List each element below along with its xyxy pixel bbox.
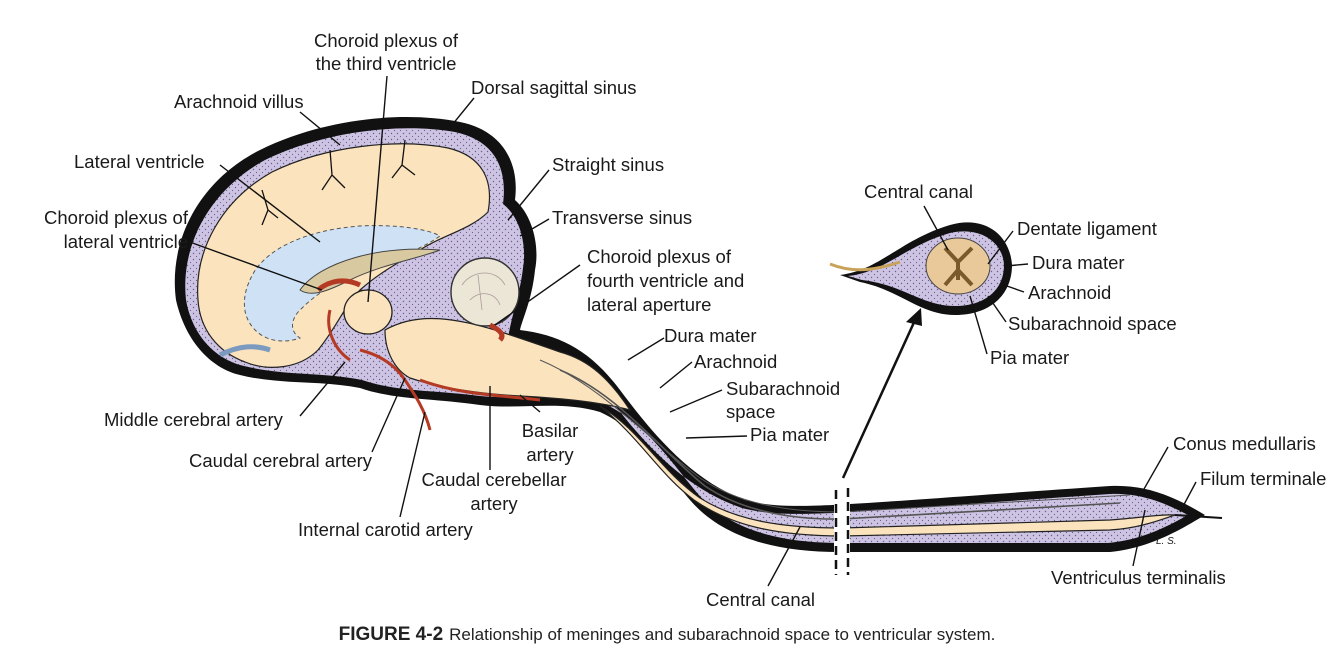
middle-cerebral-vessel [327,309,351,362]
label-arachnoid-villus: Arachnoid villus [174,91,304,112]
label-choroid-fourth-line3: lateral aperture [587,294,712,315]
figure-caption-text: Relationship of meninges and subarachnoi… [449,625,996,644]
label-choroid-lateral-line1: Choroid plexus of [44,207,188,228]
choroid-plexus-fourth-vessel [488,322,505,342]
label-dorsal-sagittal-sinus: Dorsal sagittal sinus [471,77,637,98]
figure-caption: FIGURE 4-2 Relationship of meninges and s… [0,624,1334,646]
leader-lines [186,75,1197,587]
label-xs-dura-mater: Dura mater [1032,252,1125,273]
label-choroid-fourth-line1: Choroid plexus of [587,246,731,267]
label-pia-mater: Pia mater [750,424,830,445]
pointer-arrow [841,308,922,479]
xs-root [829,260,901,272]
label-xs-subarachnoid-space: Subarachnoid space [1008,313,1177,334]
label-basilar-line1: Basilar [521,420,579,441]
label-central-canal-top: Central canal [864,181,974,202]
choroid-plexus-lateral-vessel [316,278,362,292]
label-caudal-cerebellar-line1: Caudal cerebellar [421,469,567,490]
figure-number: FIGURE 4-2 [338,624,444,645]
label-central-canal-bottom: Central canal [706,589,816,610]
arachnoid-villi [261,139,416,226]
label-choroid-third-line2: the third ventricle [315,53,457,74]
label-choroid-lateral-line2: lateral ventricle [63,231,188,252]
label-dura-mater: Dura mater [664,325,757,346]
spinal-cord [539,359,1223,580]
label-conus-medullaris: Conus medullaris [1173,433,1316,454]
label-basilar-line2: artery [526,444,574,465]
basilar-vessel [419,378,541,402]
label-dentate-ligament: Dentate ligament [1017,218,1157,239]
xs-grey-matter [943,246,974,287]
label-choroid-third-line1: Choroid plexus of [314,30,458,51]
central-canal-line [559,369,1121,520]
label-xs-arachnoid: Arachnoid [1028,282,1112,303]
cut-marks [834,488,850,575]
label-ventriculus-terminalis: Ventriculus terminalis [1051,567,1226,588]
label-arachnoid: Arachnoid [694,351,778,372]
filum-terminale [1174,514,1223,519]
label-xs-pia-mater: Pia mater [990,347,1070,368]
label-filum-terminale: Filum terminale [1200,468,1327,489]
label-lateral-ventricle: Lateral ventricle [74,151,205,172]
lateral-ventricle-horn [218,344,271,358]
label-caudal-cerebellar-line2: artery [470,493,518,514]
label-subarachnoid-line2: space [726,401,776,422]
thalamus [343,289,393,335]
spinal-cord-cross-section [829,222,1012,315]
cerebellum [450,257,520,327]
label-caudal-cerebral-artery: Caudal cerebral artery [189,450,373,471]
label-subarachnoid-line1: Subarachnoid [726,378,841,399]
label-internal-carotid-artery: Internal carotid artery [298,519,473,540]
label-middle-cerebral-artery: Middle cerebral artery [104,409,283,430]
artist-initials: L. S. [1156,536,1177,547]
cerebellum-folia [461,272,506,311]
label-transverse-sinus: Transverse sinus [552,207,693,228]
pia-line [539,359,1131,513]
cord-cut-gap [834,470,850,580]
label-straight-sinus: Straight sinus [552,154,665,175]
label-choroid-fourth-line2: fourth ventricle and [587,270,745,291]
brain-meninges [174,117,1205,552]
